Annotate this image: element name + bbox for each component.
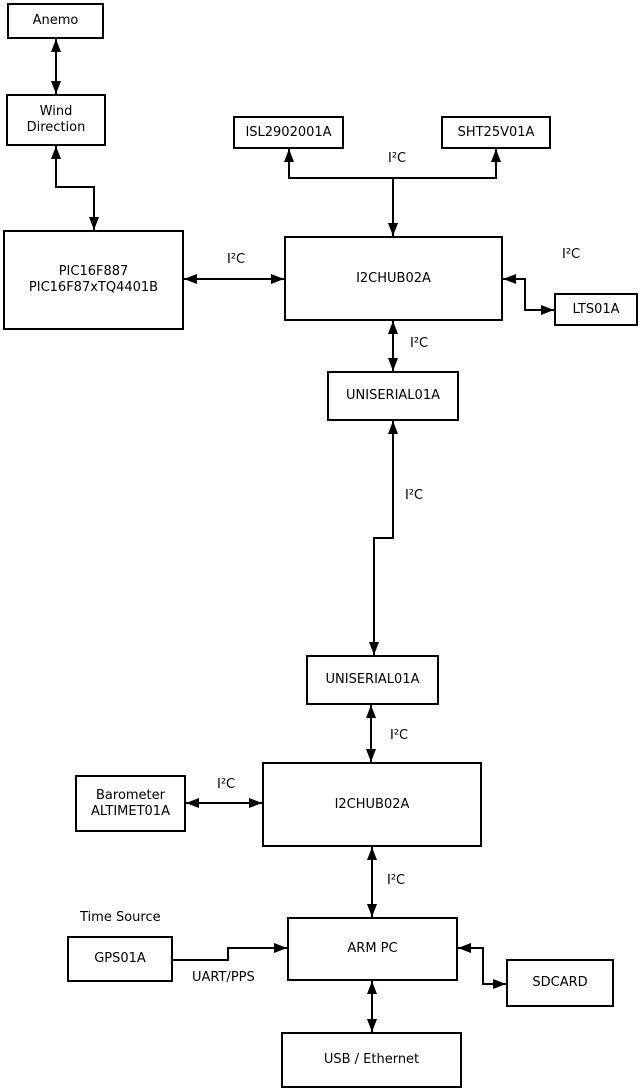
- edge-hub1-sht: [393, 149, 501, 179]
- node-uniserial2: UNISERIAL01A: [306, 655, 439, 705]
- edge-label-hub1-lts: I²C: [562, 247, 581, 262]
- node-isl-label: ISL2902001A: [245, 124, 332, 140]
- node-uniserial1-label: UNISERIAL01A: [346, 388, 440, 403]
- node-usbeth-label: USB / Ethernet: [323, 1052, 420, 1067]
- node-lts-label: LTS01A: [572, 301, 620, 317]
- node-anemo: Anemo: [7, 3, 104, 39]
- node-sdcard: SDCARD: [506, 959, 614, 1007]
- edge-hub1-lts: [503, 274, 554, 315]
- edge-hub1-isl: [284, 149, 398, 236]
- annotation-time-source: Time Source: [80, 910, 161, 925]
- edge-uniserial1-uniserial2: [369, 421, 398, 655]
- edge-label-hub2-armpc: I²C: [387, 873, 406, 888]
- node-sdcard-label: SDCARD: [532, 975, 588, 990]
- edge-label-uniserial2-hub2: I²C: [390, 728, 409, 743]
- edge-gps-armpc: [173, 943, 287, 961]
- node-hub1: I2CHUB02A: [284, 236, 503, 321]
- edge-label-pic-hub1: I²C: [227, 252, 246, 267]
- edge-label-gps-armpc: UART/PPS: [192, 970, 255, 985]
- edge-label-barometer-hub2: I²C: [217, 777, 236, 792]
- node-usbeth: USB / Ethernet: [281, 1032, 462, 1088]
- node-barometer-label: Barometer ALTIMET01A: [91, 787, 170, 819]
- edge-label-hub1-uniserial1: I²C: [410, 336, 429, 351]
- node-pic: PIC16F887 PIC16F87xTQ4401B: [3, 230, 184, 330]
- edge-wind-pic: [51, 146, 99, 230]
- node-sht-label: SHT25V01A: [457, 124, 535, 140]
- node-lts: LTS01A: [554, 293, 638, 326]
- node-isl: ISL2902001A: [233, 116, 344, 149]
- node-armpc-label: ARM PC: [347, 941, 398, 956]
- edge-armpc-sdcard: [458, 943, 506, 989]
- node-gps-label: GPS01A: [94, 951, 146, 966]
- node-hub1-label: I2CHUB02A: [356, 270, 431, 286]
- node-hub2-label: I2CHUB02A: [334, 796, 410, 812]
- node-pic-label: PIC16F887 PIC16F87xTQ4401B: [28, 264, 159, 295]
- node-uniserial2-label: UNISERIAL01A: [325, 672, 420, 687]
- node-gps: GPS01A: [67, 936, 173, 982]
- node-barometer: Barometer ALTIMET01A: [75, 775, 186, 832]
- edge-label-bus-isl-sht: I²C: [388, 151, 407, 166]
- node-uniserial1: UNISERIAL01A: [327, 371, 459, 421]
- node-anemo-label: Anemo: [32, 13, 79, 28]
- edge-label-uniserial-link: I²C: [405, 488, 424, 503]
- node-wind: Wind Direction: [6, 94, 106, 146]
- node-wind-label: Wind Direction: [26, 104, 86, 135]
- node-sht: SHT25V01A: [441, 116, 551, 149]
- node-hub2: I2CHUB02A: [262, 762, 482, 847]
- node-armpc: ARM PC: [287, 917, 458, 981]
